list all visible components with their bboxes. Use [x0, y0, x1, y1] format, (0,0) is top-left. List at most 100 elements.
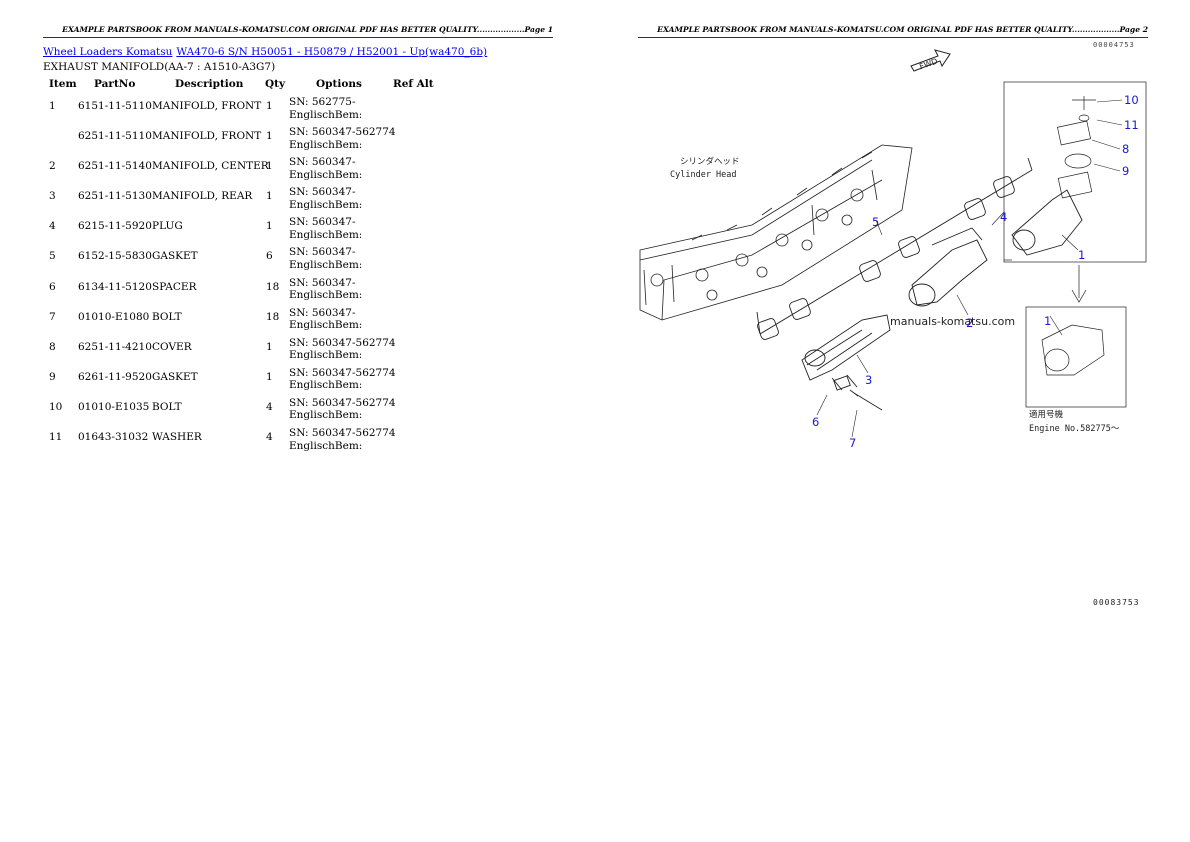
options-remark: EnglischBem: — [289, 168, 363, 181]
page-1-header: EXAMPLE PARTSBOOK FROM MANUALS-KOMATSU.C… — [43, 25, 553, 38]
cell-partno: 6215-11-5920 — [78, 220, 152, 233]
cell-item: 3 — [49, 190, 56, 203]
exhaust-manifold-parts — [801, 189, 1083, 411]
cell-description: SPACER — [152, 280, 197, 293]
cell-description: GASKET — [152, 250, 198, 263]
section-title: EXHAUST MANIFOLD(AA-7 : A1510-A3G7) — [43, 61, 276, 73]
cell-description: MANIFOLD, FRONT — [152, 100, 262, 112]
leader-lines — [816, 99, 1123, 438]
options-remark: EnglischBem: — [289, 258, 363, 271]
header-description: Description — [175, 78, 244, 90]
cell-item: 9 — [49, 370, 56, 383]
options-remark: EnglischBem: — [289, 349, 363, 362]
fwd-arrow-icon: FWD — [910, 49, 951, 72]
cell-description: MANIFOLD, REAR — [152, 190, 253, 203]
cell-partno: 6261-11-9520 — [78, 370, 152, 383]
options-remark: EnglischBem: — [289, 138, 363, 151]
options-serial: SN: 560347- — [289, 276, 356, 289]
options-remark: EnglischBem: — [289, 319, 363, 332]
detail-box — [1003, 81, 1147, 408]
callout-10: 10 — [1124, 93, 1139, 107]
options-remark: EnglischBem: — [289, 198, 363, 211]
cell-qty: 4 — [266, 431, 273, 444]
callout-1: 1 — [1078, 248, 1085, 262]
cell-options: SN: 560347-EnglischBem: — [289, 156, 362, 181]
header-item: Item — [49, 78, 77, 90]
options-remark: EnglischBem: — [289, 228, 363, 241]
callout-7: 7 — [849, 436, 856, 450]
options-remark: EnglischBem: — [289, 439, 363, 452]
callout-3: 3 — [865, 373, 872, 387]
cell-options: SN: 560347-EnglischBem: — [289, 307, 362, 332]
cell-qty: 4 — [266, 400, 273, 413]
cell-qty: 18 — [266, 310, 280, 323]
cell-qty: 1 — [266, 370, 273, 383]
cell-options: SN: 560347-EnglischBem: — [289, 246, 362, 271]
engine-jp-label: 適用号機 — [1029, 409, 1064, 420]
callout-6: 6 — [812, 415, 819, 429]
cylinder-head-drawing — [639, 144, 913, 321]
table-header: Item PartNo Description Qty Options Ref … — [43, 78, 463, 92]
cell-item: 7 — [49, 310, 56, 323]
options-serial: SN: 560347- — [289, 246, 356, 259]
cell-description: MANIFOLD, CENTER — [152, 160, 269, 173]
header-options: Options — [316, 78, 362, 90]
cell-partno: 01643-31032 — [78, 431, 149, 444]
header-qty: Qty — [265, 78, 286, 90]
options-serial: SN: 560347- — [289, 306, 356, 319]
cylinder-head-label: Cylinder Head — [670, 170, 737, 180]
cell-description: BOLT — [152, 310, 182, 323]
cell-description: GASKET — [152, 370, 198, 383]
options-serial: SN: 560347- — [289, 156, 356, 169]
cell-item: 6 — [49, 280, 56, 293]
cell-partno: 6251-11-5110 — [78, 130, 152, 143]
cell-description: COVER — [152, 340, 192, 353]
options-remark: EnglischBem: — [289, 379, 363, 392]
cell-partno: 01010-E1035 — [78, 400, 150, 413]
exploded-parts-diagram: FWD シリンダヘッド Cylinder Head — [639, 49, 1147, 450]
breadcrumb-link-model[interactable]: WA470-6 S/N H50051 - H50879 / H52001 - U… — [176, 46, 488, 58]
options-remark: EnglischBem: — [289, 108, 363, 121]
cell-qty: 18 — [266, 280, 280, 293]
cell-description: BOLT — [152, 400, 182, 413]
figure-code: 00083753 — [1093, 598, 1140, 607]
breadcrumb-link-category[interactable]: Wheel Loaders Komatsu — [43, 46, 173, 58]
header-ref-alt: Ref Alt — [393, 78, 434, 90]
cell-qty: 1 — [266, 100, 273, 112]
cell-partno: 6151-11-5110 — [78, 100, 152, 112]
callout-9: 9 — [1122, 164, 1129, 178]
options-serial: SN: 560347-562774 — [289, 366, 396, 379]
options-remark: EnglischBem: — [289, 289, 363, 302]
watermark-text: manuals-komatsu.com — [890, 315, 1015, 328]
cell-item: 11 — [49, 431, 63, 444]
cell-partno: 01010-E1080 — [78, 310, 150, 323]
cell-options: SN: 560347-EnglischBem: — [289, 216, 362, 241]
options-remark: EnglischBem: — [289, 409, 363, 422]
page-2-header: EXAMPLE PARTSBOOK FROM MANUALS-KOMATSU.C… — [638, 25, 1148, 38]
cell-options: SN: 560347-EnglischBem: — [289, 277, 362, 302]
cell-qty: 1 — [266, 190, 273, 203]
cell-partno: 6251-11-5140 — [78, 160, 152, 173]
cell-qty: 1 — [266, 130, 273, 143]
options-serial: SN: 560347- — [289, 216, 356, 229]
cell-qty: 6 — [266, 250, 273, 263]
callout-1-detail: 1 — [1044, 314, 1051, 328]
